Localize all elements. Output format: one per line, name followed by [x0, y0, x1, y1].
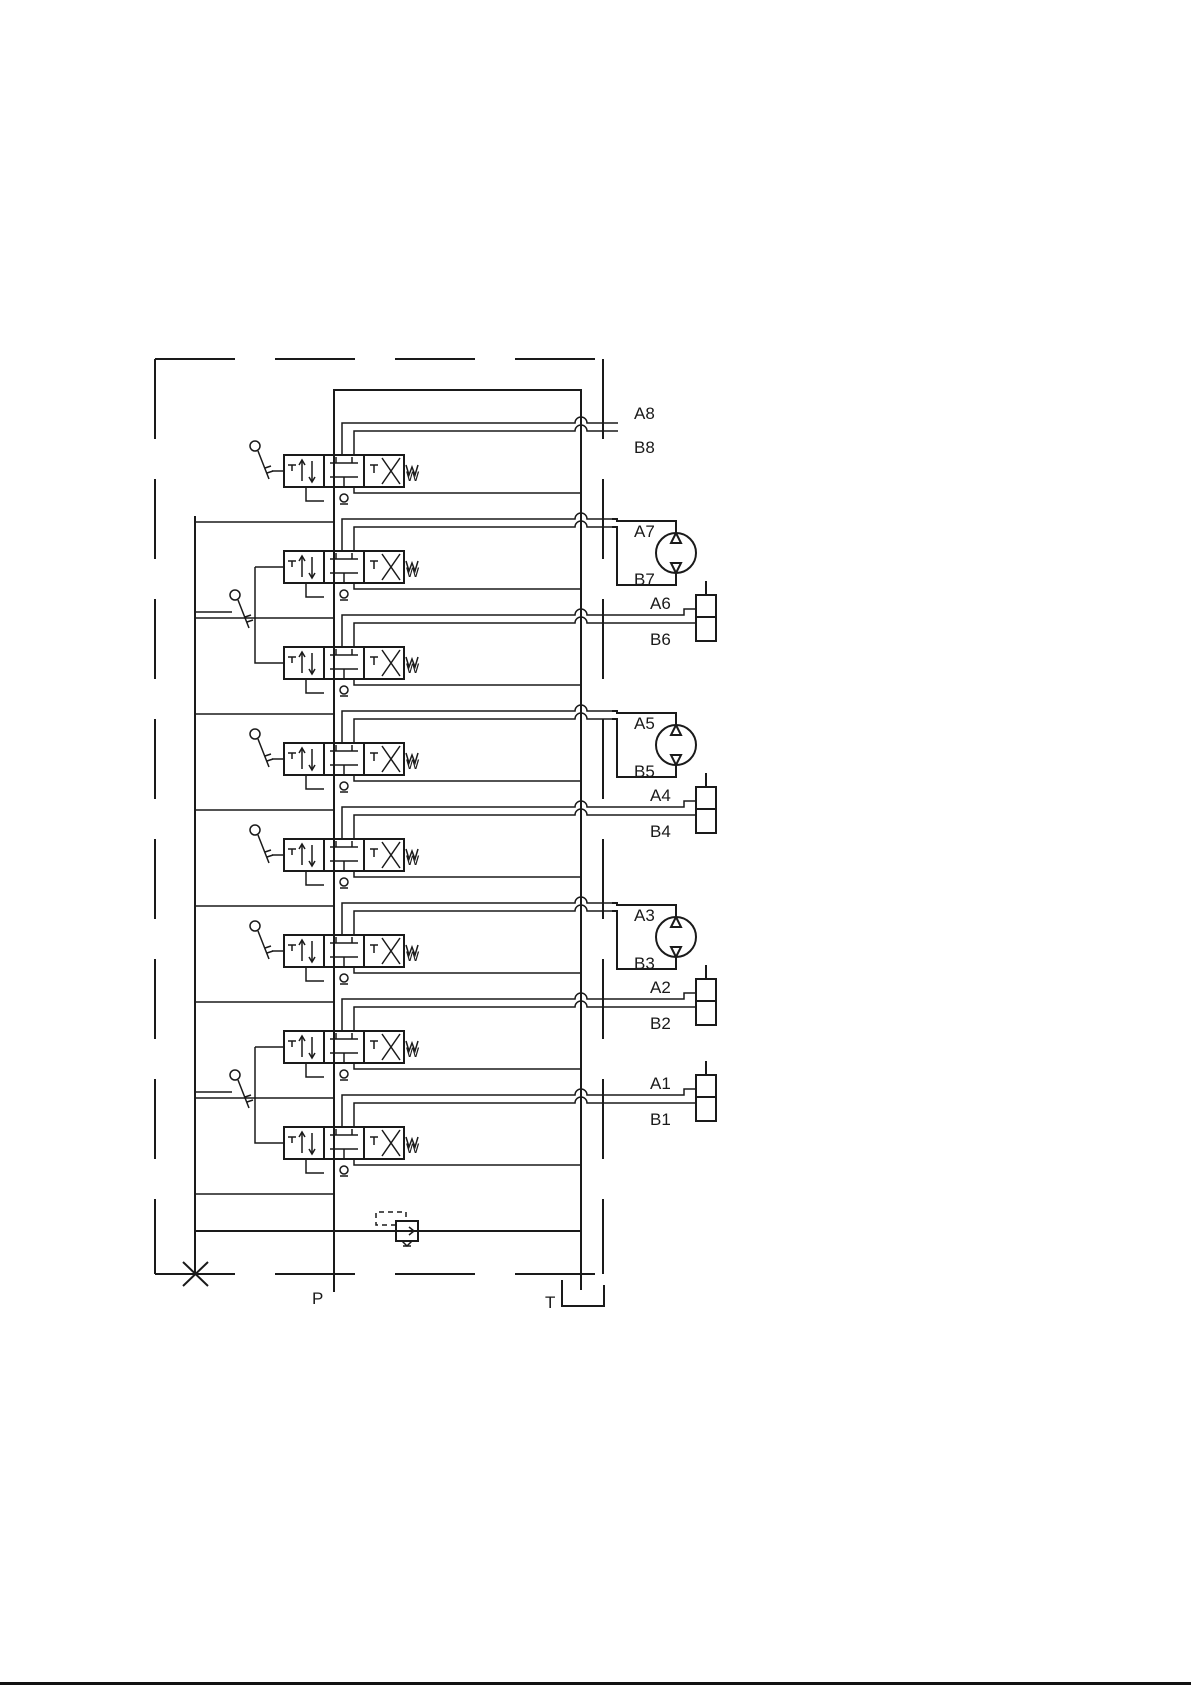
port-label-b: B1: [650, 1110, 671, 1129]
port-label-a: A5: [634, 714, 655, 733]
valve-section: [195, 513, 612, 618]
port-label-b: B8: [634, 438, 655, 457]
spring-label: W: [406, 756, 420, 772]
main-lines: [195, 390, 581, 1292]
valve-section: [195, 993, 612, 1098]
port-label-b: B5: [634, 762, 655, 781]
lever-handle-icon: [250, 441, 273, 479]
spring-label: W: [406, 852, 420, 868]
relief-valve-icon: [376, 1212, 418, 1246]
lever-handle-icon: [250, 921, 273, 959]
spring-label: W: [406, 660, 420, 676]
port-label-b: B7: [634, 570, 655, 589]
valve-sections: W W W W W W W W: [195, 417, 612, 1194]
valve-section: [195, 609, 612, 714]
port-label-a: A3: [634, 906, 655, 925]
lever-handle-icon: [250, 729, 273, 767]
port-label-a: A4: [650, 786, 671, 805]
spring-label: W: [406, 468, 420, 484]
spring-label: W: [406, 1044, 420, 1060]
port-label-a: A2: [650, 978, 671, 997]
check-valve-icon: [340, 686, 348, 696]
check-valve-icon: [340, 1166, 348, 1176]
lever-handle-icon: [230, 590, 253, 628]
spring-label: W: [406, 1140, 420, 1156]
check-valve-icon: [340, 878, 348, 888]
spring-label: W: [406, 564, 420, 580]
valve-section: [195, 705, 612, 810]
lever-handle-icon: [250, 825, 273, 863]
lever-handle-icon: [230, 1070, 253, 1108]
valve-section: [195, 1089, 612, 1194]
pressure-port-label: P: [312, 1289, 323, 1308]
port-label-a: A8: [634, 404, 655, 423]
port-label-a: A6: [650, 594, 671, 613]
check-valve-icon: [340, 494, 348, 504]
valve-section: [195, 897, 612, 1002]
tank-port-label: T: [545, 1293, 555, 1312]
valve-block-boundary: [155, 359, 603, 1274]
tank-icon: [562, 1280, 604, 1306]
port-label-a: A1: [650, 1074, 671, 1093]
port-label-b: B2: [650, 1014, 671, 1033]
port-label-a: A7: [634, 522, 655, 541]
check-valve-icon: [340, 974, 348, 984]
port-label-b: B4: [650, 822, 671, 841]
spring-label: W: [406, 948, 420, 964]
valve-section: [195, 417, 612, 522]
port-label-b: B6: [650, 630, 671, 649]
check-valve-icon: [340, 1070, 348, 1080]
check-valve-icon: [340, 782, 348, 792]
check-valve-icon: [340, 590, 348, 600]
valve-section: [195, 801, 612, 906]
port-label-b: B3: [634, 954, 655, 973]
